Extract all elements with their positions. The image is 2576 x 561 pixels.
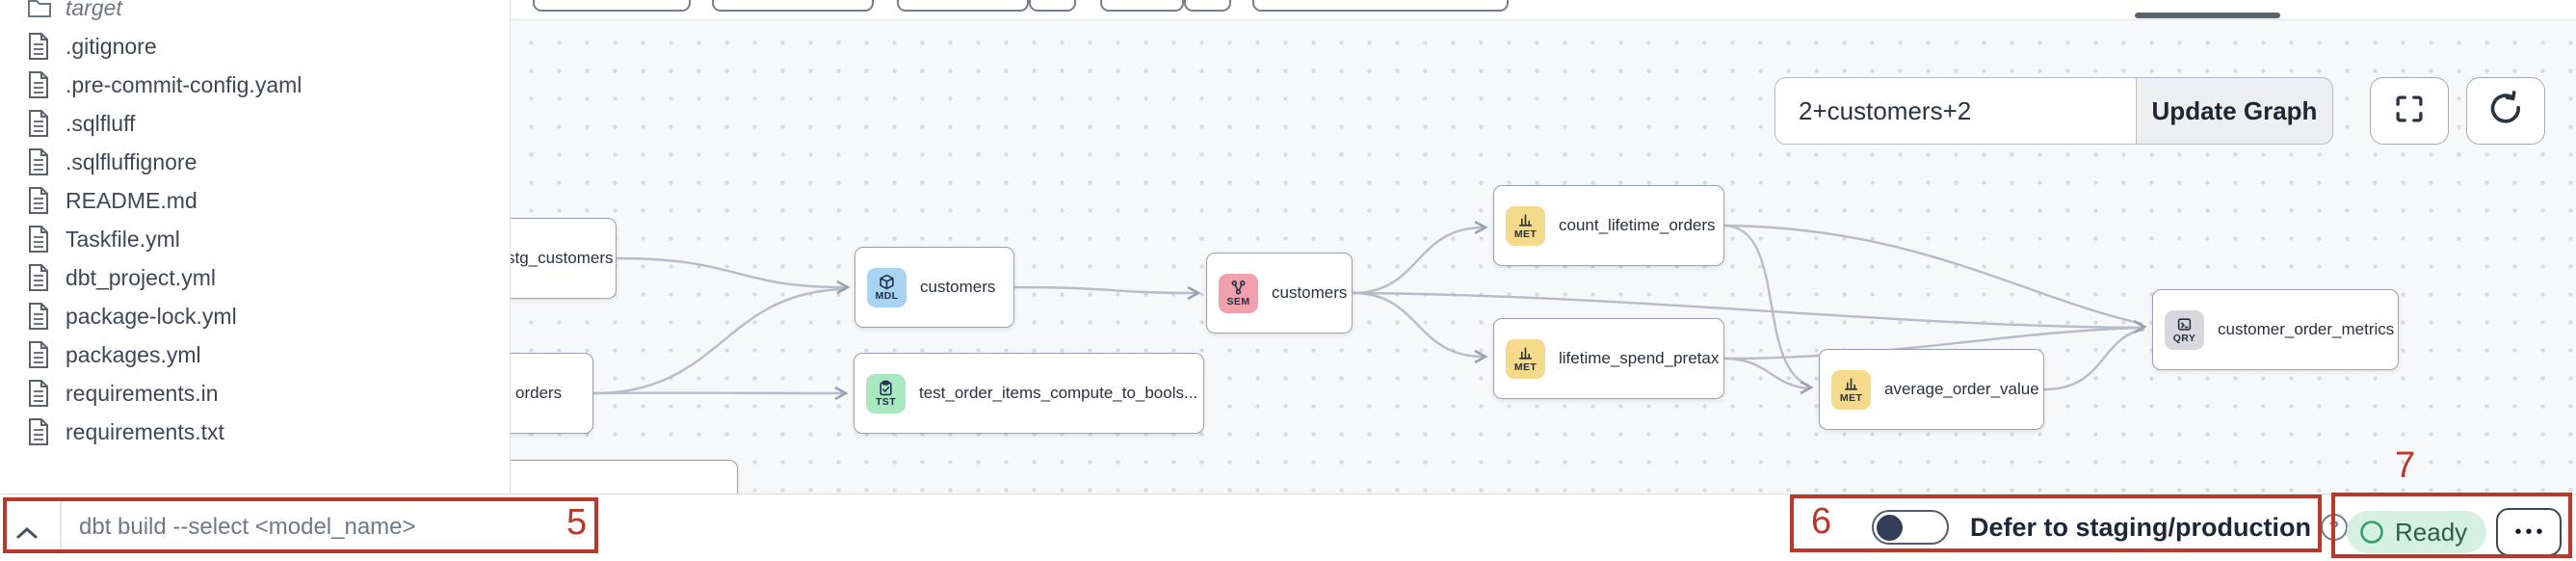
lineage-node-customer_order_metrics[interactable]: QRY customer_order_metrics [2152, 289, 2399, 370]
node-label: average_order_value [1884, 380, 2039, 398]
fullscreen-icon [2391, 91, 2428, 132]
file-icon [27, 147, 52, 176]
file-name: target [66, 0, 122, 20]
toolbar-scrollbar-thumb[interactable] [2135, 13, 2280, 18]
fullscreen-button[interactable] [2370, 77, 2449, 145]
file-tree-item-.sqlfluff[interactable]: .sqlfluff [0, 104, 510, 143]
file-name: requirements.txt [66, 418, 224, 444]
met-badge-icon: MET [1506, 205, 1545, 246]
help-icon[interactable]: ? [2321, 514, 2348, 541]
file-explorer-panel: target .gitignore .pre-commit-config.yaml.… [0, 0, 511, 494]
command-bar-expand-button[interactable] [8, 519, 46, 549]
selector-group: Update Graph [1774, 77, 2333, 145]
lineage-node-count_lifetime_orders[interactable]: MET count_lifetime_orders [1493, 185, 1724, 266]
toolbar-chip[interactable] [1100, 0, 1184, 12]
file-name: Taskfile.yml [66, 226, 180, 252]
met-badge-icon: MET [1831, 369, 1871, 410]
toolbar-chip[interactable] [1184, 0, 1231, 12]
command-bar-divider [60, 501, 62, 553]
lineage-node-customers[interactable]: MDL customers [854, 247, 1014, 328]
file-tree-item-dbt_project.yml[interactable]: dbt_project.yml [0, 258, 510, 297]
toolbar-chip[interactable] [1029, 0, 1076, 12]
file-name: .pre-commit-config.yaml [66, 71, 302, 97]
file-icon [27, 379, 52, 408]
file-name: packages.yml [66, 341, 201, 367]
node-label: lifetime_spend_pretax [1559, 349, 1720, 367]
lineage-node-test_order_items_compute_to_bools...[interactable]: TST test_order_items_compute_to_bools... [854, 353, 1204, 434]
file-icon [27, 32, 52, 61]
file-tree-item-.gitignore[interactable]: .gitignore [0, 27, 510, 66]
lineage-node-customers[interactable]: SEM customers [1206, 253, 1353, 334]
lineage-node-lifetime_spend_pretax[interactable]: MET lifetime_spend_pretax [1493, 318, 1724, 399]
folder-icon [27, 0, 52, 22]
lineage-node-average_order_value[interactable]: MET average_order_value [1819, 349, 2044, 430]
selector-input[interactable] [1774, 77, 2136, 145]
mdl-badge-icon: MDL [867, 267, 907, 307]
node-label: count_lifetime_orders [1559, 216, 1716, 234]
toolbar-chip[interactable] [897, 0, 1029, 12]
status-circle-icon [2358, 519, 2385, 546]
file-tree-item-requirements.in[interactable]: requirements.in [0, 374, 510, 413]
node-label: customers [920, 278, 996, 296]
file-tree-item-packages.yml[interactable]: packages.yml [0, 335, 510, 374]
ellipsis-icon: ••• [2514, 521, 2547, 543]
lineage-toolbar [510, 0, 2576, 20]
status-badge[interactable]: Ready [2347, 511, 2487, 553]
file-tree-item-.pre-commit-config.yaml[interactable]: .pre-commit-config.yaml [0, 66, 510, 104]
command-input[interactable] [77, 495, 563, 559]
file-icon [27, 109, 52, 138]
file-icon [27, 225, 52, 254]
refresh-button[interactable] [2466, 77, 2545, 145]
qry-badge-icon: QRY [2165, 309, 2204, 350]
toolbar-chip[interactable] [712, 0, 874, 12]
node-label: test_order_items_compute_to_bools... [919, 384, 1198, 402]
more-options-button[interactable]: ••• [2496, 508, 2562, 556]
file-tree-item-Taskfile.yml[interactable]: Taskfile.yml [0, 220, 510, 258]
node-label: customer_order_metrics [2218, 320, 2395, 338]
met-badge-icon: MET [1506, 338, 1545, 379]
tst-badge-icon: TST [866, 373, 906, 414]
file-tree-item-README.md[interactable]: README.md [0, 181, 510, 220]
file-icon [27, 70, 52, 99]
refresh-icon [2486, 90, 2525, 133]
file-icon [27, 340, 52, 369]
file-name: package-lock.yml [66, 303, 237, 329]
node-label: orders [515, 384, 563, 402]
file-icon [27, 263, 52, 292]
defer-group: Defer to staging/production ? [1872, 494, 2348, 561]
chevron-up-icon [14, 525, 39, 544]
node-label: customers [1272, 283, 1348, 302]
defer-toggle[interactable] [1872, 510, 1949, 545]
file-tree-folder-target[interactable]: target [0, 0, 510, 27]
file-name: dbt_project.yml [66, 264, 216, 290]
file-name: .sqlfluff [66, 110, 136, 136]
file-tree-item-package-lock.yml[interactable]: package-lock.yml [0, 297, 510, 335]
toolbar-chip[interactable] [533, 0, 691, 12]
file-tree-item-requirements.txt[interactable]: requirements.txt [0, 413, 510, 451]
file-icon [27, 417, 52, 446]
update-graph-button[interactable]: Update Graph [2136, 77, 2333, 145]
file-icon [27, 302, 52, 331]
file-icon [27, 186, 52, 215]
file-name: requirements.in [66, 380, 219, 406]
toolbar-chip[interactable] [1252, 0, 1509, 12]
defer-label: Defer to staging/production [1970, 512, 2311, 542]
file-name: README.md [66, 187, 197, 213]
node-label: stg_customers [507, 249, 614, 267]
file-name: .sqlfluffignore [66, 148, 197, 174]
file-tree-item-.sqlfluffignore[interactable]: .sqlfluffignore [0, 143, 510, 181]
toggle-knob [1877, 514, 1903, 541]
status-label: Ready [2395, 517, 2468, 547]
sem-badge-icon: SEM [1219, 273, 1258, 313]
file-name: .gitignore [66, 33, 157, 59]
